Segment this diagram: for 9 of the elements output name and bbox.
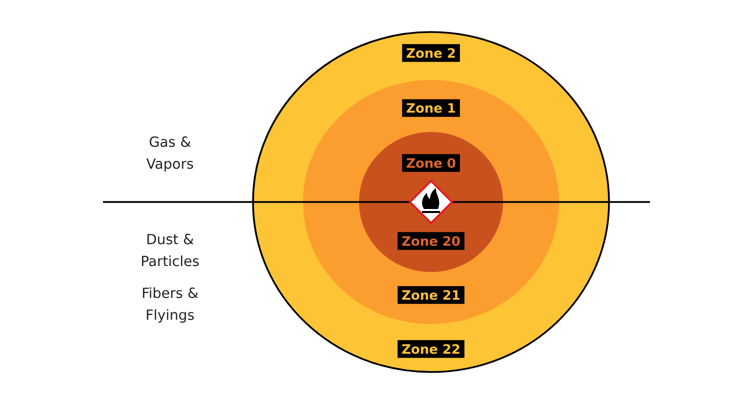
category-label: Dust & Particles (142, 234, 199, 266)
zone-label: Zone 22 (398, 340, 464, 358)
category-label: Fibers & Flyings (142, 287, 198, 323)
zone-label: Zone 0 (402, 154, 460, 172)
zone-label: Zone 21 (398, 286, 464, 304)
zone-label: Zone 20 (398, 232, 464, 250)
zone-label: Zone 1 (402, 99, 460, 117)
category-label: Gas & Vapors (146, 136, 194, 172)
zone-label: Zone 2 (402, 44, 460, 62)
